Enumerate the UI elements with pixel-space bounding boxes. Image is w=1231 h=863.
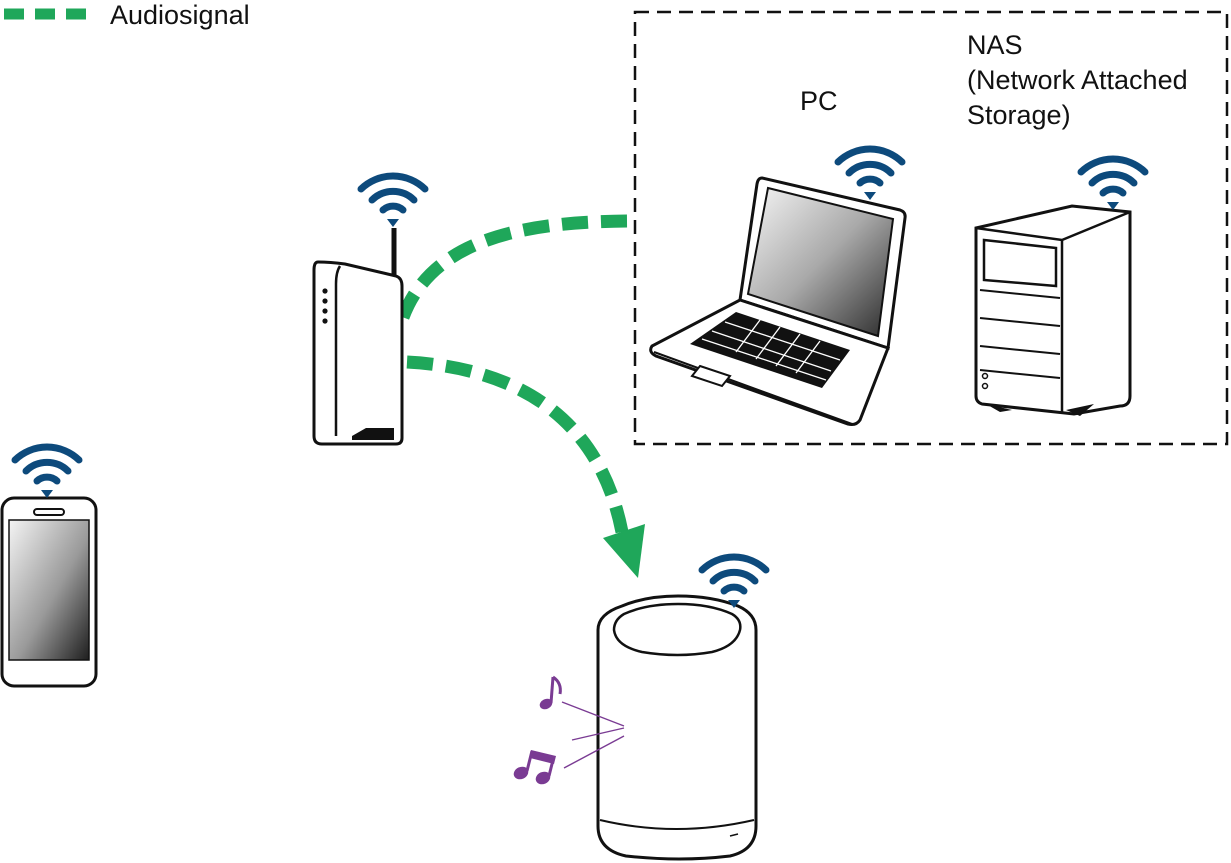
- audio-signal-arrowhead: [603, 524, 645, 578]
- wireless-speaker: [596, 594, 758, 861]
- music-double-note-icon: [513, 750, 556, 785]
- pc-label: PC: [800, 86, 838, 116]
- nas-tower: [974, 204, 1132, 416]
- nas-label-line-3: Storage): [967, 100, 1071, 130]
- wifi-icon: [1081, 159, 1145, 210]
- wifi-icon: [15, 447, 79, 498]
- sound-lines: [561, 701, 625, 769]
- nas-label: NAS (Network Attached Storage): [967, 28, 1188, 133]
- router: [312, 228, 404, 446]
- nas-label-line-2: (Network Attached: [967, 65, 1188, 95]
- wifi-icon: [838, 149, 902, 200]
- local-network-box: [633, 10, 1229, 446]
- music-note-icon: [539, 675, 562, 710]
- audio-signal-pc-to-router: [395, 214, 628, 323]
- wifi-icon: [361, 176, 425, 227]
- audio-signal-router-to-speaker: [406, 355, 629, 534]
- nas-label-line-1: NAS: [967, 30, 1023, 60]
- smartphone: [0, 496, 98, 688]
- legend-label: Audiosignal: [110, 0, 250, 30]
- laptop: [649, 176, 907, 426]
